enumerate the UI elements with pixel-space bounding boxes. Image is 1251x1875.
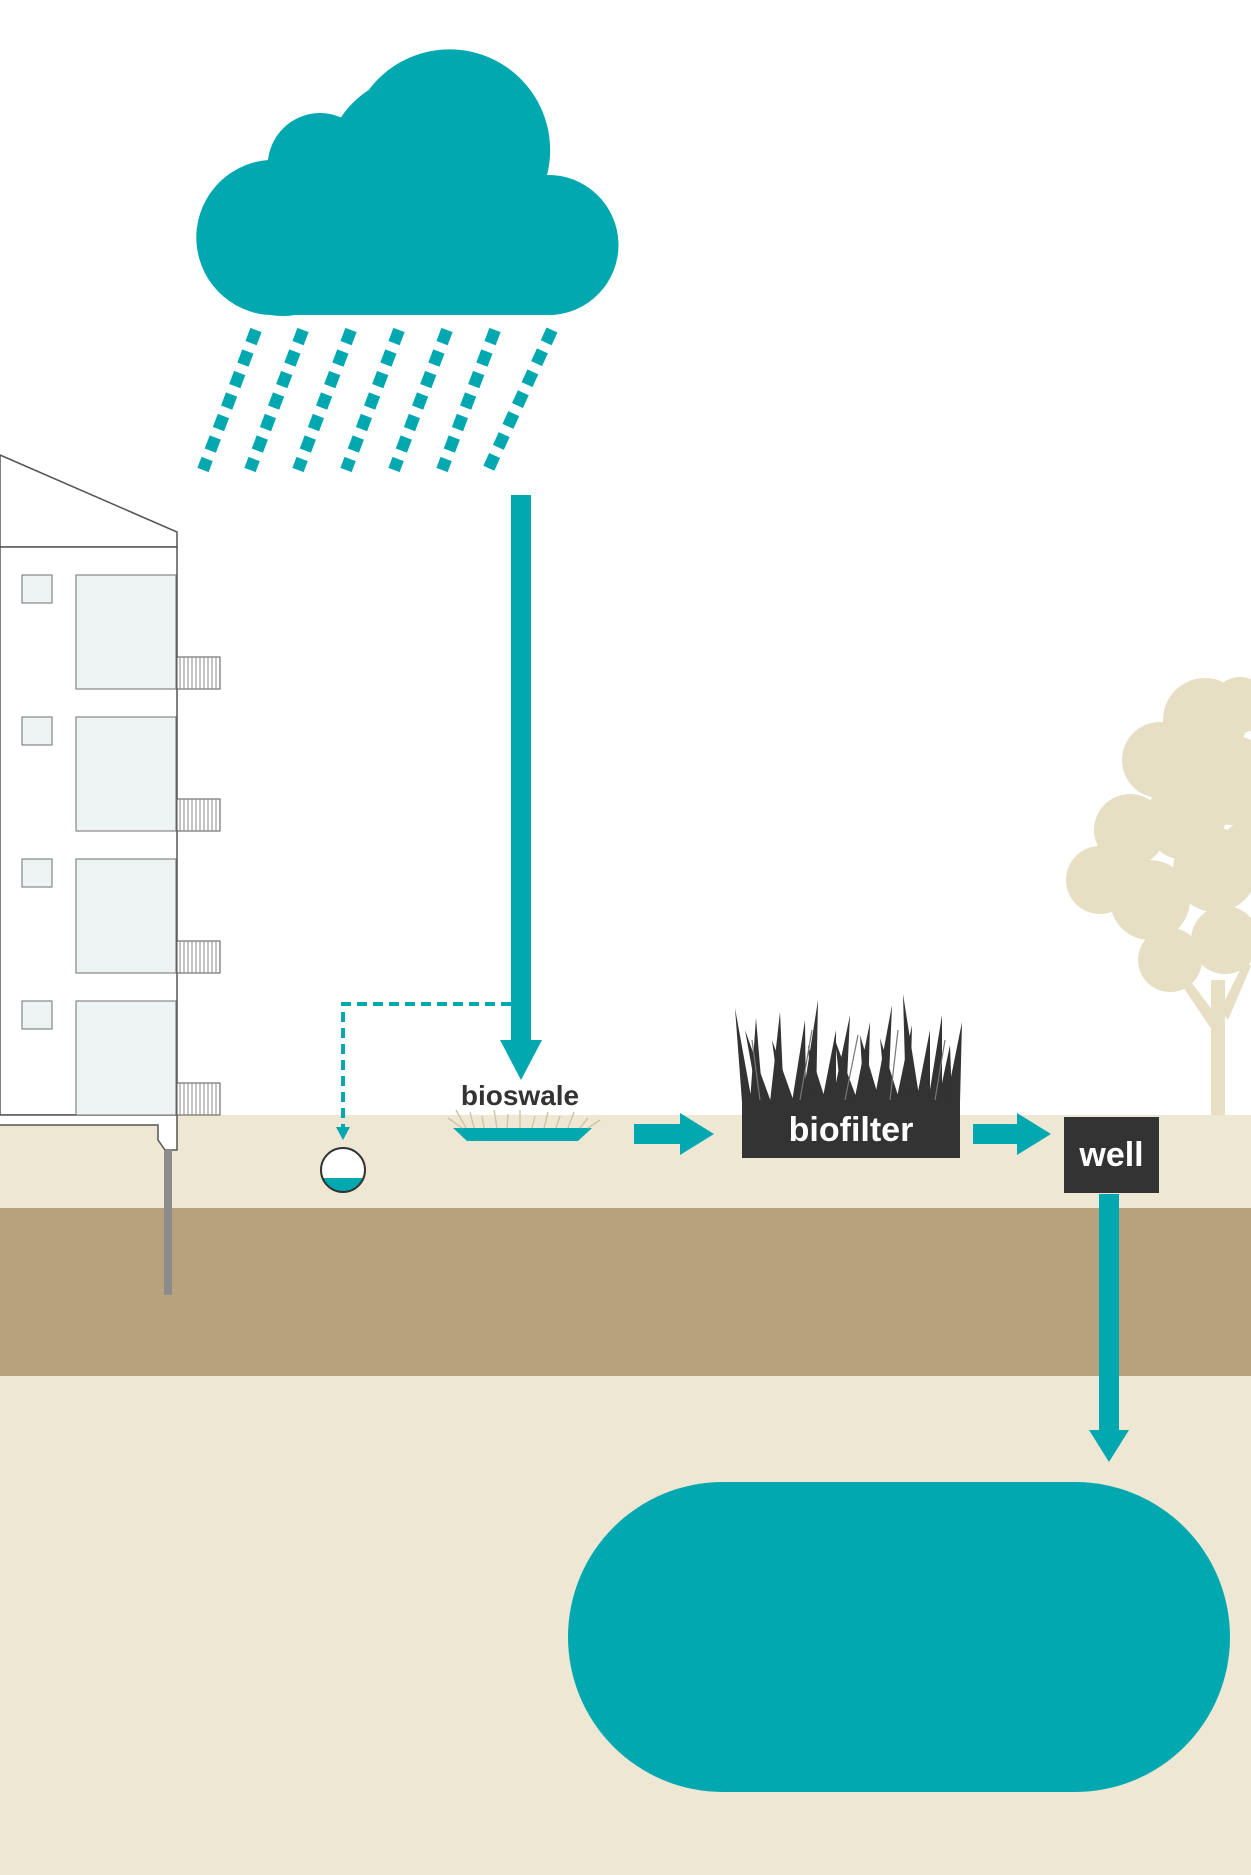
grass-icon — [735, 994, 962, 1102]
pipe-icon — [320, 1147, 366, 1193]
grass-highlights — [751, 1029, 946, 1101]
arrow-well-to-aquifer — [1089, 1194, 1129, 1462]
foundation-pile — [164, 1150, 172, 1295]
arrow-biofilter-to-well — [973, 1113, 1051, 1155]
soil-band — [0, 1208, 1251, 1378]
runoff-arrow — [500, 495, 542, 1080]
aquifer — [568, 1482, 1230, 1792]
tree-icon — [1066, 677, 1251, 1115]
arrow-bioswale-to-biofilter — [634, 1113, 714, 1155]
bioswale-grass-icon — [447, 1109, 601, 1129]
bioswale-basin — [447, 1109, 601, 1141]
bioswale-label: bioswale — [460, 1080, 580, 1111]
balconies — [176, 656, 221, 1116]
well-label: well — [1064, 1117, 1159, 1193]
rain-streaks — [197, 327, 558, 473]
rain-cloud-icon — [196, 49, 619, 316]
biofilter-label: biofilter — [742, 1102, 960, 1158]
building-windows — [21, 574, 177, 1116]
building — [0, 454, 221, 1295]
pipe-diversion-arrow — [336, 1002, 511, 1140]
